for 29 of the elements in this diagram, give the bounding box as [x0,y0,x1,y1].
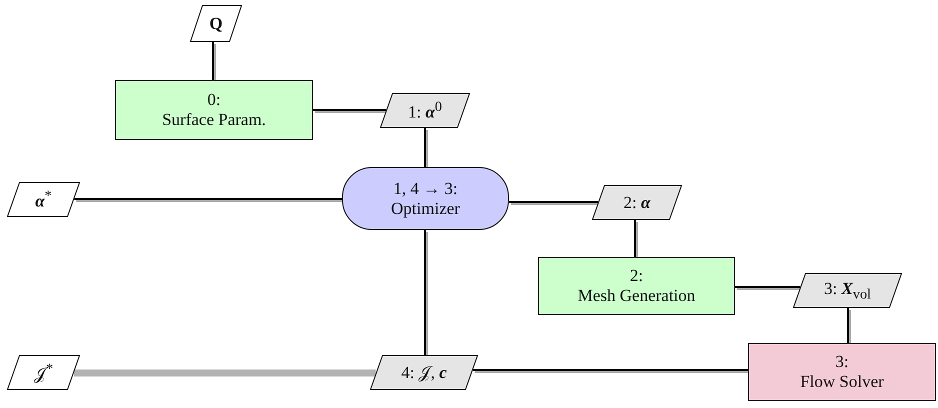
node-label: 0: [207,90,221,110]
connector-line [212,42,214,80]
node-label: Q [209,14,223,34]
connector-line [472,369,748,371]
connector-line [74,370,376,376]
node-label: 𝒥$^{*}$ [34,360,54,384]
connector-line [424,128,426,167]
node-label: 3: [835,352,849,372]
connector-line [847,308,849,343]
node-label: 4: 𝒥, c [401,362,447,382]
node-label: 2: α [624,192,650,212]
analysis-box [748,343,936,401]
function-box [538,257,735,315]
node-label: Flow Solver [800,372,884,392]
connector-line [313,109,386,111]
node-label: 3: X$_{vol}$ [824,278,871,302]
node-label: Mesh Generation [578,286,696,306]
node-label: 2: [630,266,644,286]
connector-line [509,201,598,203]
connector-line [74,198,342,200]
node-label: α$^{*}$ [35,188,52,212]
connector-line [424,230,426,355]
node-label: 1, 4 → 3: [393,178,458,198]
connector-line [735,286,800,288]
node-label: Surface Param. [162,110,266,130]
node-label: Optimizer [391,198,460,218]
connector-line [634,220,636,257]
function-box [115,80,313,140]
node-label: 1: α$^{0}$ [408,98,442,122]
